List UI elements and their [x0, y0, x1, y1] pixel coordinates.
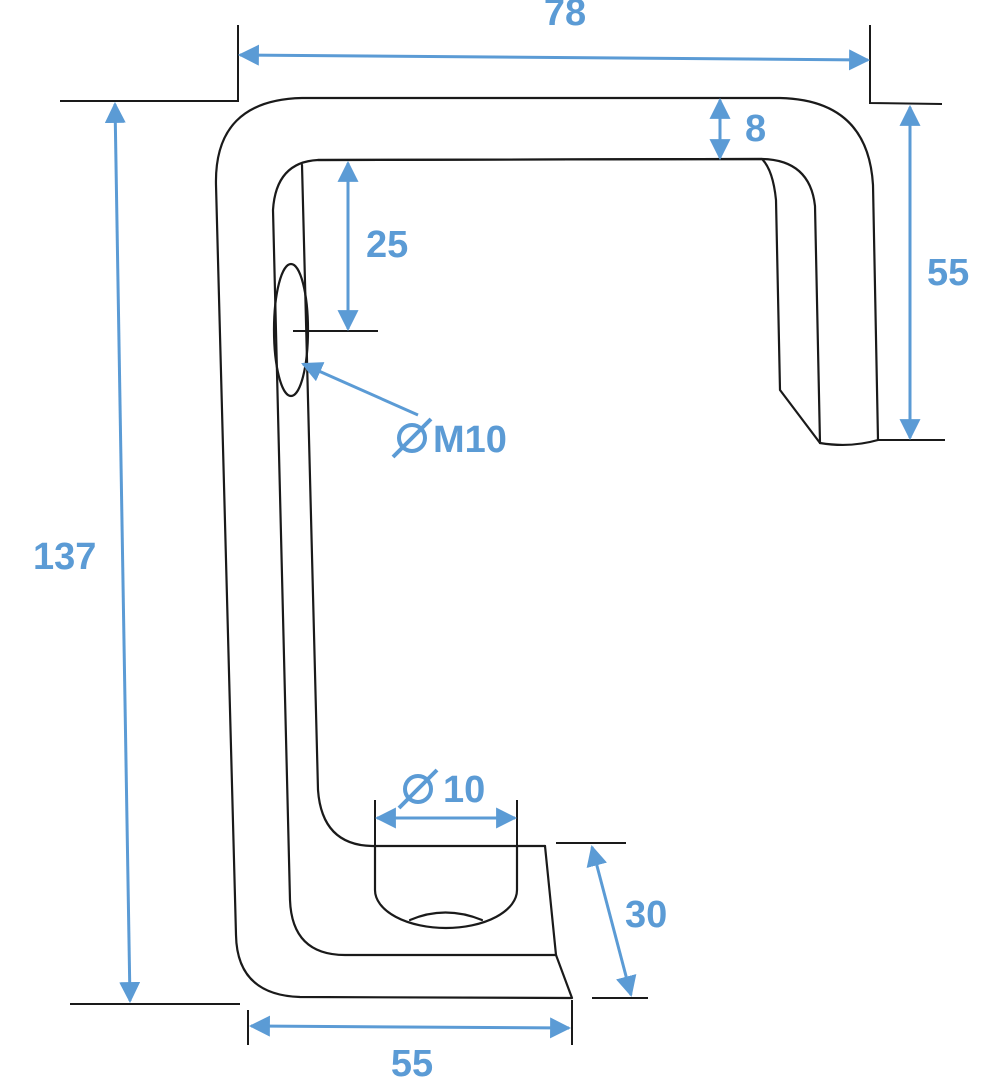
- foot-side-edge: [543, 844, 558, 957]
- diameter-symbol-icon: [391, 417, 433, 459]
- label-base-width: 55: [391, 1043, 433, 1080]
- inner-face-edge: [300, 163, 547, 848]
- label-foot-depth: 30: [625, 894, 667, 936]
- label-overall-width: 78: [544, 0, 586, 34]
- base-hole-dia-10: [373, 844, 519, 930]
- label-hook-height: 55: [927, 252, 969, 294]
- dim-line-foot-depth: [586, 844, 637, 998]
- dimension-lines: [104, 44, 921, 1039]
- dimension-labels: 78 8 25 55 M10 137 10 30 55: [33, 0, 969, 1080]
- extension-lines: [60, 25, 945, 1045]
- ext-top-left: [60, 25, 239, 102]
- label-overall-height: 137: [33, 536, 96, 578]
- label-hole-offset: 25: [366, 224, 408, 266]
- dim-line-overall-height: [104, 101, 141, 1004]
- base-hole-inner-edge: [408, 911, 484, 922]
- label-thread: M10: [433, 419, 507, 461]
- label-hole-dia: 10: [443, 769, 485, 811]
- diameter-symbols: [391, 417, 439, 810]
- dim-line-base-width: [248, 1015, 572, 1039]
- dim-line-thread-leader: [301, 362, 419, 417]
- label-thickness: 8: [745, 108, 766, 150]
- dim-line-overall-width: [237, 44, 871, 71]
- bracket-part: [214, 96, 880, 1000]
- ext-top-right: [869, 25, 943, 105]
- hook-inner-top-edge: [316, 157, 822, 445]
- diameter-symbol-icon: [397, 768, 439, 810]
- hook-cut-end: [818, 438, 880, 447]
